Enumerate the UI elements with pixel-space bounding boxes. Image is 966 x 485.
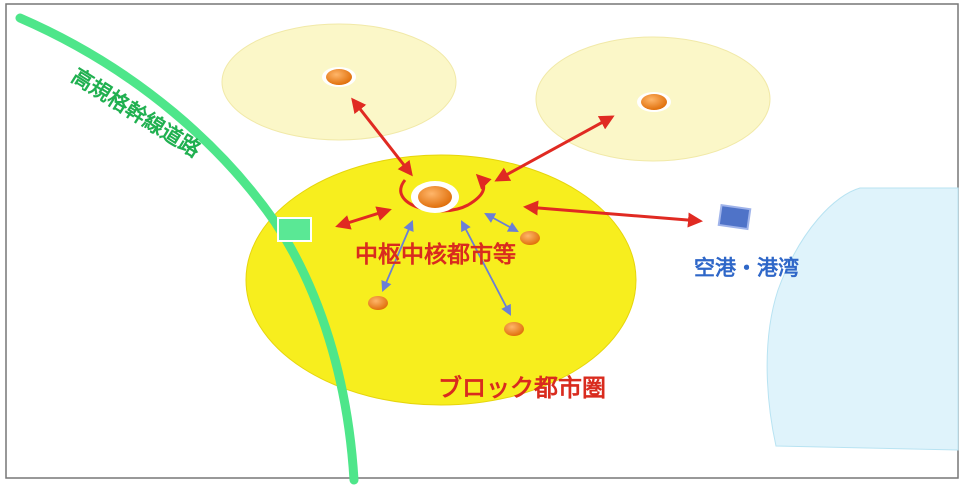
sea-area	[766, 187, 959, 451]
arrow-core-to-sub-city-right	[484, 212, 519, 233]
arrow-core-to-left-city	[351, 97, 413, 177]
core-city	[418, 186, 452, 208]
airport-port-marker	[717, 204, 752, 231]
sub-city-bottom	[504, 322, 524, 336]
expressway-road	[15, 13, 359, 485]
arrow-core-to-airport	[523, 200, 703, 228]
arrow-core-to-sub-city-left	[381, 220, 414, 292]
airport-port-label: 空港・港湾	[694, 256, 799, 280]
arrow-core-to-sub-city-bottom	[461, 220, 511, 316]
sub-city-right	[520, 231, 540, 245]
core-city-label: 中枢中核都市等	[355, 241, 516, 268]
satellite-city-left	[326, 69, 352, 85]
arrow-core-to-road	[335, 206, 392, 230]
sub-city-left	[368, 296, 388, 310]
arrow-core-to-right-city	[494, 115, 615, 182]
core-circulation-arrow	[399, 173, 492, 213]
interchange-marker	[277, 217, 312, 242]
block-region-label: ブロック都市圏	[438, 374, 606, 402]
satellite-city-right	[641, 94, 667, 110]
